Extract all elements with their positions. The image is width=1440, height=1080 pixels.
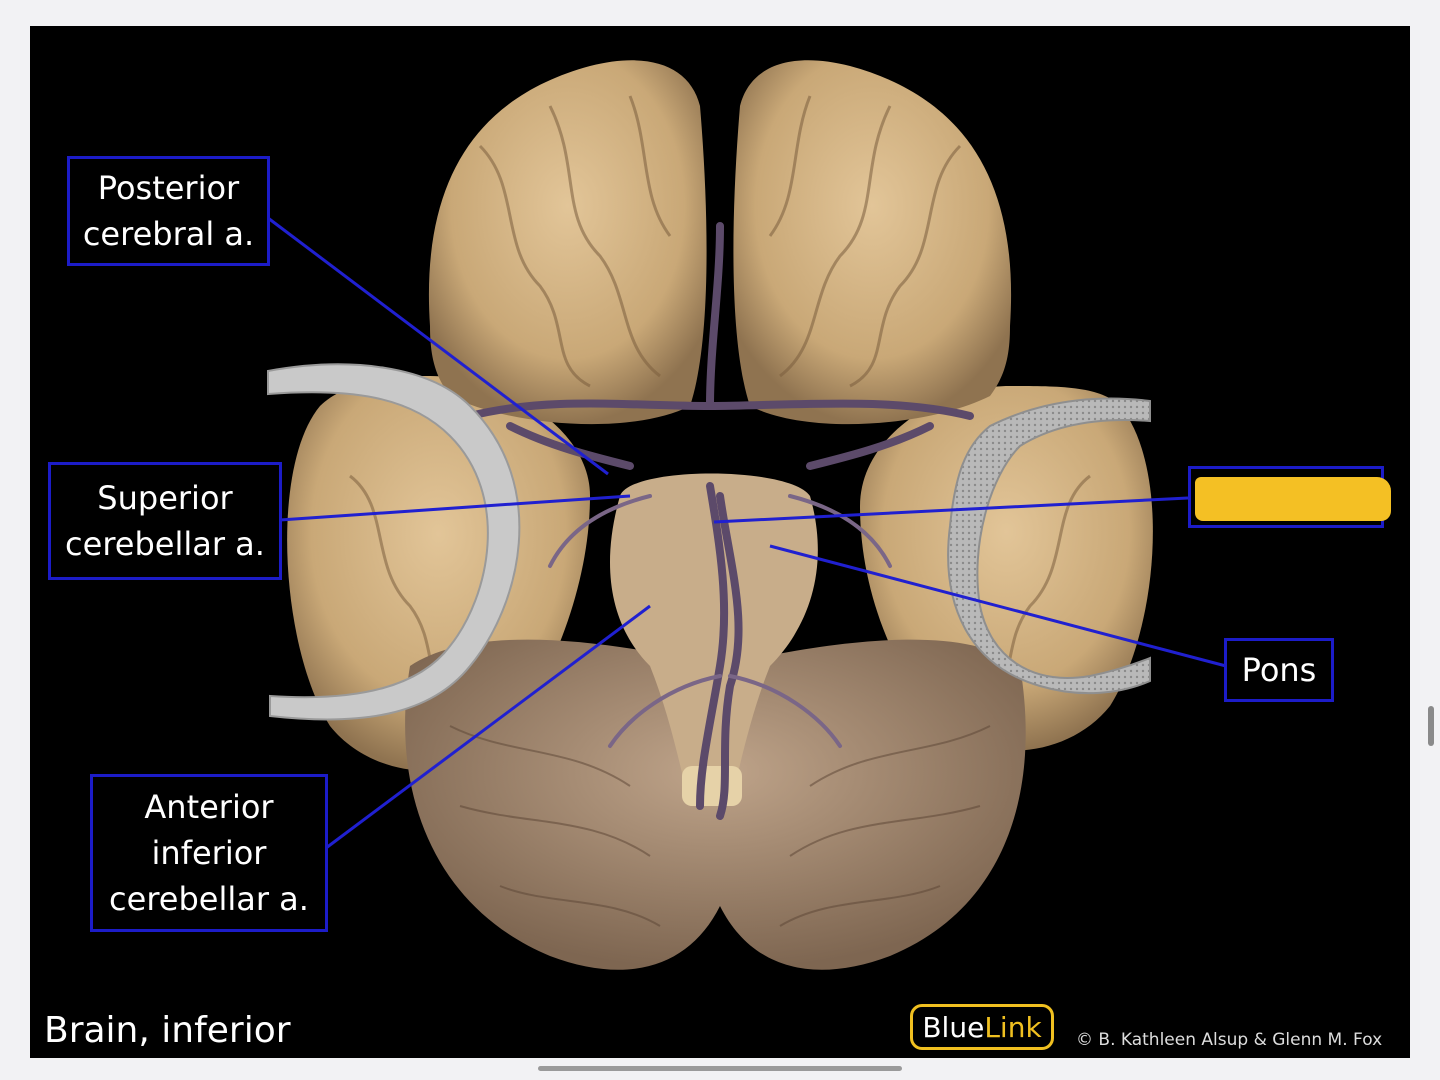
home-indicator-bar[interactable] — [538, 1066, 902, 1071]
label-basilar-artery-hidden — [1188, 466, 1391, 528]
scrollbar-thumb[interactable] — [1428, 706, 1434, 746]
label-anterior-inferior-cerebellar-artery-text: Anterior inferior cerebellar a. — [109, 788, 309, 918]
highlight-mask — [1195, 477, 1391, 521]
label-anterior-inferior-cerebellar-artery: Anterior inferior cerebellar a. — [90, 774, 328, 932]
anatomy-slide: Posterior cerebral a. Superior cerebella… — [30, 26, 1410, 1058]
label-superior-cerebellar-artery: Superior cerebellar a. — [48, 462, 282, 580]
copyright-notice: © B. Kathleen Alsup & Glenn M. Fox — [1076, 1030, 1383, 1050]
label-posterior-cerebral-artery-text: Posterior cerebral a. — [82, 169, 255, 253]
label-posterior-cerebral-artery: Posterior cerebral a. — [67, 156, 270, 266]
label-pons: Pons — [1224, 638, 1334, 702]
logo-link-text: Link — [984, 1010, 1042, 1044]
label-superior-cerebellar-artery-text: Superior cerebellar a. — [65, 479, 265, 563]
slide-caption: Brain, inferior — [44, 1010, 291, 1051]
label-pons-text: Pons — [1241, 651, 1317, 689]
logo-blue-text: Blue — [922, 1010, 985, 1044]
brain-specimen-image — [267, 60, 1227, 970]
